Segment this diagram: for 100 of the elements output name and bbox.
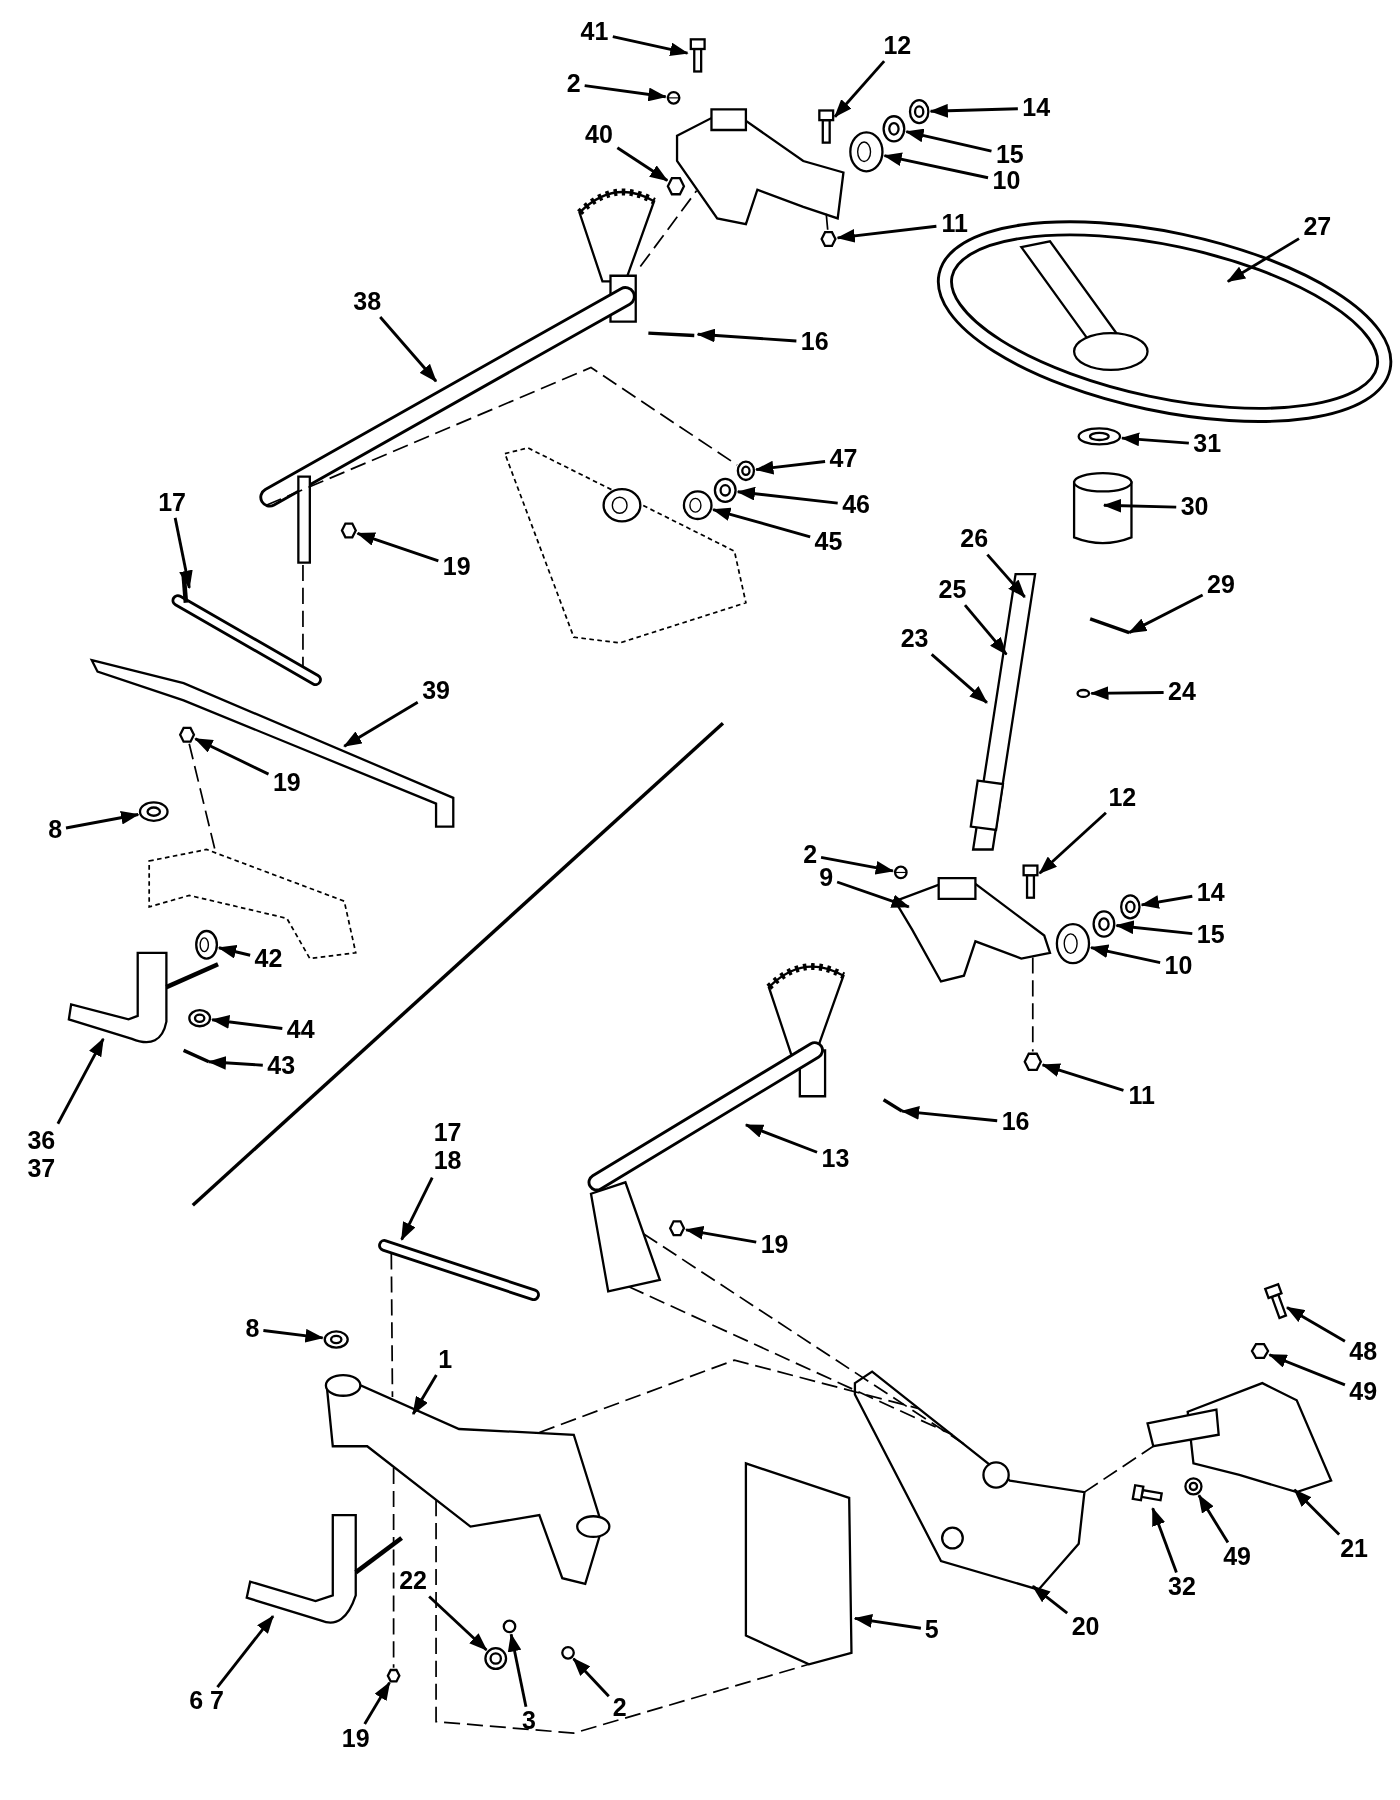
washer [323,1330,349,1349]
assembly-line [265,366,738,507]
leader-line [900,1106,998,1123]
callout-number: 19 [340,1724,371,1753]
nut [820,231,837,248]
callout-number: 13 [820,1145,851,1173]
leader-line [400,1177,434,1241]
assembly-line [628,1285,954,1436]
assembly-line [642,1233,965,1445]
nut [386,1668,401,1683]
callout-number: 19 [759,1231,790,1259]
callout-number: 22 [398,1567,428,1596]
leader-line [411,1374,438,1416]
steering-column [969,572,1037,851]
washer [188,1009,212,1028]
leader-line [905,128,992,153]
leader-line [1140,894,1193,909]
leader-line [1286,1306,1346,1343]
washer [713,477,737,503]
leader-line [616,146,669,182]
washer [882,115,906,143]
callout-number: 40 [584,121,614,150]
washer [1120,894,1141,920]
callout-number: 49 [1348,1378,1379,1406]
leader-line [1293,1488,1341,1536]
callout-number: 14 [1021,94,1052,122]
leader-line [173,517,193,589]
leader-line [755,460,826,475]
leader-line [572,1657,610,1698]
leader-line [194,737,270,776]
assembly-line [639,189,698,268]
leader-line [1041,1063,1124,1092]
callout-number: 23 [899,625,930,653]
assembly-line [1031,956,1034,1053]
callout-number: 36 37 [26,1126,57,1182]
callout-number: 20 [1070,1613,1101,1641]
bolt [818,109,835,144]
leader-line [56,1037,105,1125]
grease-fitting [502,1619,517,1634]
bushing [849,131,884,173]
nut [1250,1342,1270,1359]
callout-number: 27 [1302,213,1333,241]
screw [666,90,681,105]
leader-line [1038,811,1107,875]
callout-number: 16 [1000,1108,1031,1137]
callout-number: 26 [959,525,990,554]
leader-line [1115,920,1193,936]
callout-number: 29 [1206,571,1236,599]
pin [882,1098,903,1113]
screw [893,865,908,880]
bushing [1055,922,1091,965]
washer [1077,427,1122,446]
bushing [602,488,642,523]
rod [378,1239,540,1302]
plate [744,1461,853,1666]
callout-number: 47 [828,445,859,473]
callout-number: 10 [991,167,1022,196]
callout-number: 32 [1167,1573,1197,1601]
callout-number: 49 [1222,1543,1252,1571]
callout-number: 8 [47,815,64,844]
callout-number: 1 [437,1346,454,1374]
grease-fitting [561,1645,575,1660]
washer [1184,1477,1203,1496]
leader-line [217,945,251,959]
callout-number: 31 [1192,430,1223,458]
washer [908,99,930,125]
callout-number: 11 [940,210,969,238]
leader-line [684,1226,757,1244]
leader-line [207,1056,263,1070]
leader-line [211,1015,283,1030]
callout-number: 48 [1348,1338,1379,1366]
leader-line [744,1123,818,1154]
callout-number: 10 [1163,952,1194,980]
callout-number: 15 [1195,921,1226,949]
leader-line [1120,432,1189,447]
callout-number: 25 [937,576,968,604]
callout-number: 6 7 [188,1686,225,1715]
pin [1089,617,1130,635]
leader-line [1090,686,1164,701]
callout-number: 21 [1339,1535,1369,1563]
callout-number: 3 [521,1707,537,1736]
assembly-line [390,1252,394,1398]
callout-number: 16 [799,328,830,356]
bushing [195,929,219,960]
leader-line [986,553,1026,598]
leader-line [1089,944,1161,964]
leader-line [363,1681,391,1725]
callout-number: 2 [802,841,819,869]
washer [736,460,756,482]
callout-number: 14 [1195,879,1226,907]
rod [171,573,322,686]
leader-line [963,604,1008,656]
leader-line [853,1614,922,1630]
leader-line [820,855,895,875]
bolt [1131,1483,1164,1502]
leader-line [1268,1353,1346,1387]
leader-line [1031,1585,1069,1615]
callout-number: 39 [421,677,451,705]
assembly-line [538,1359,919,1434]
leader-line [833,60,886,118]
